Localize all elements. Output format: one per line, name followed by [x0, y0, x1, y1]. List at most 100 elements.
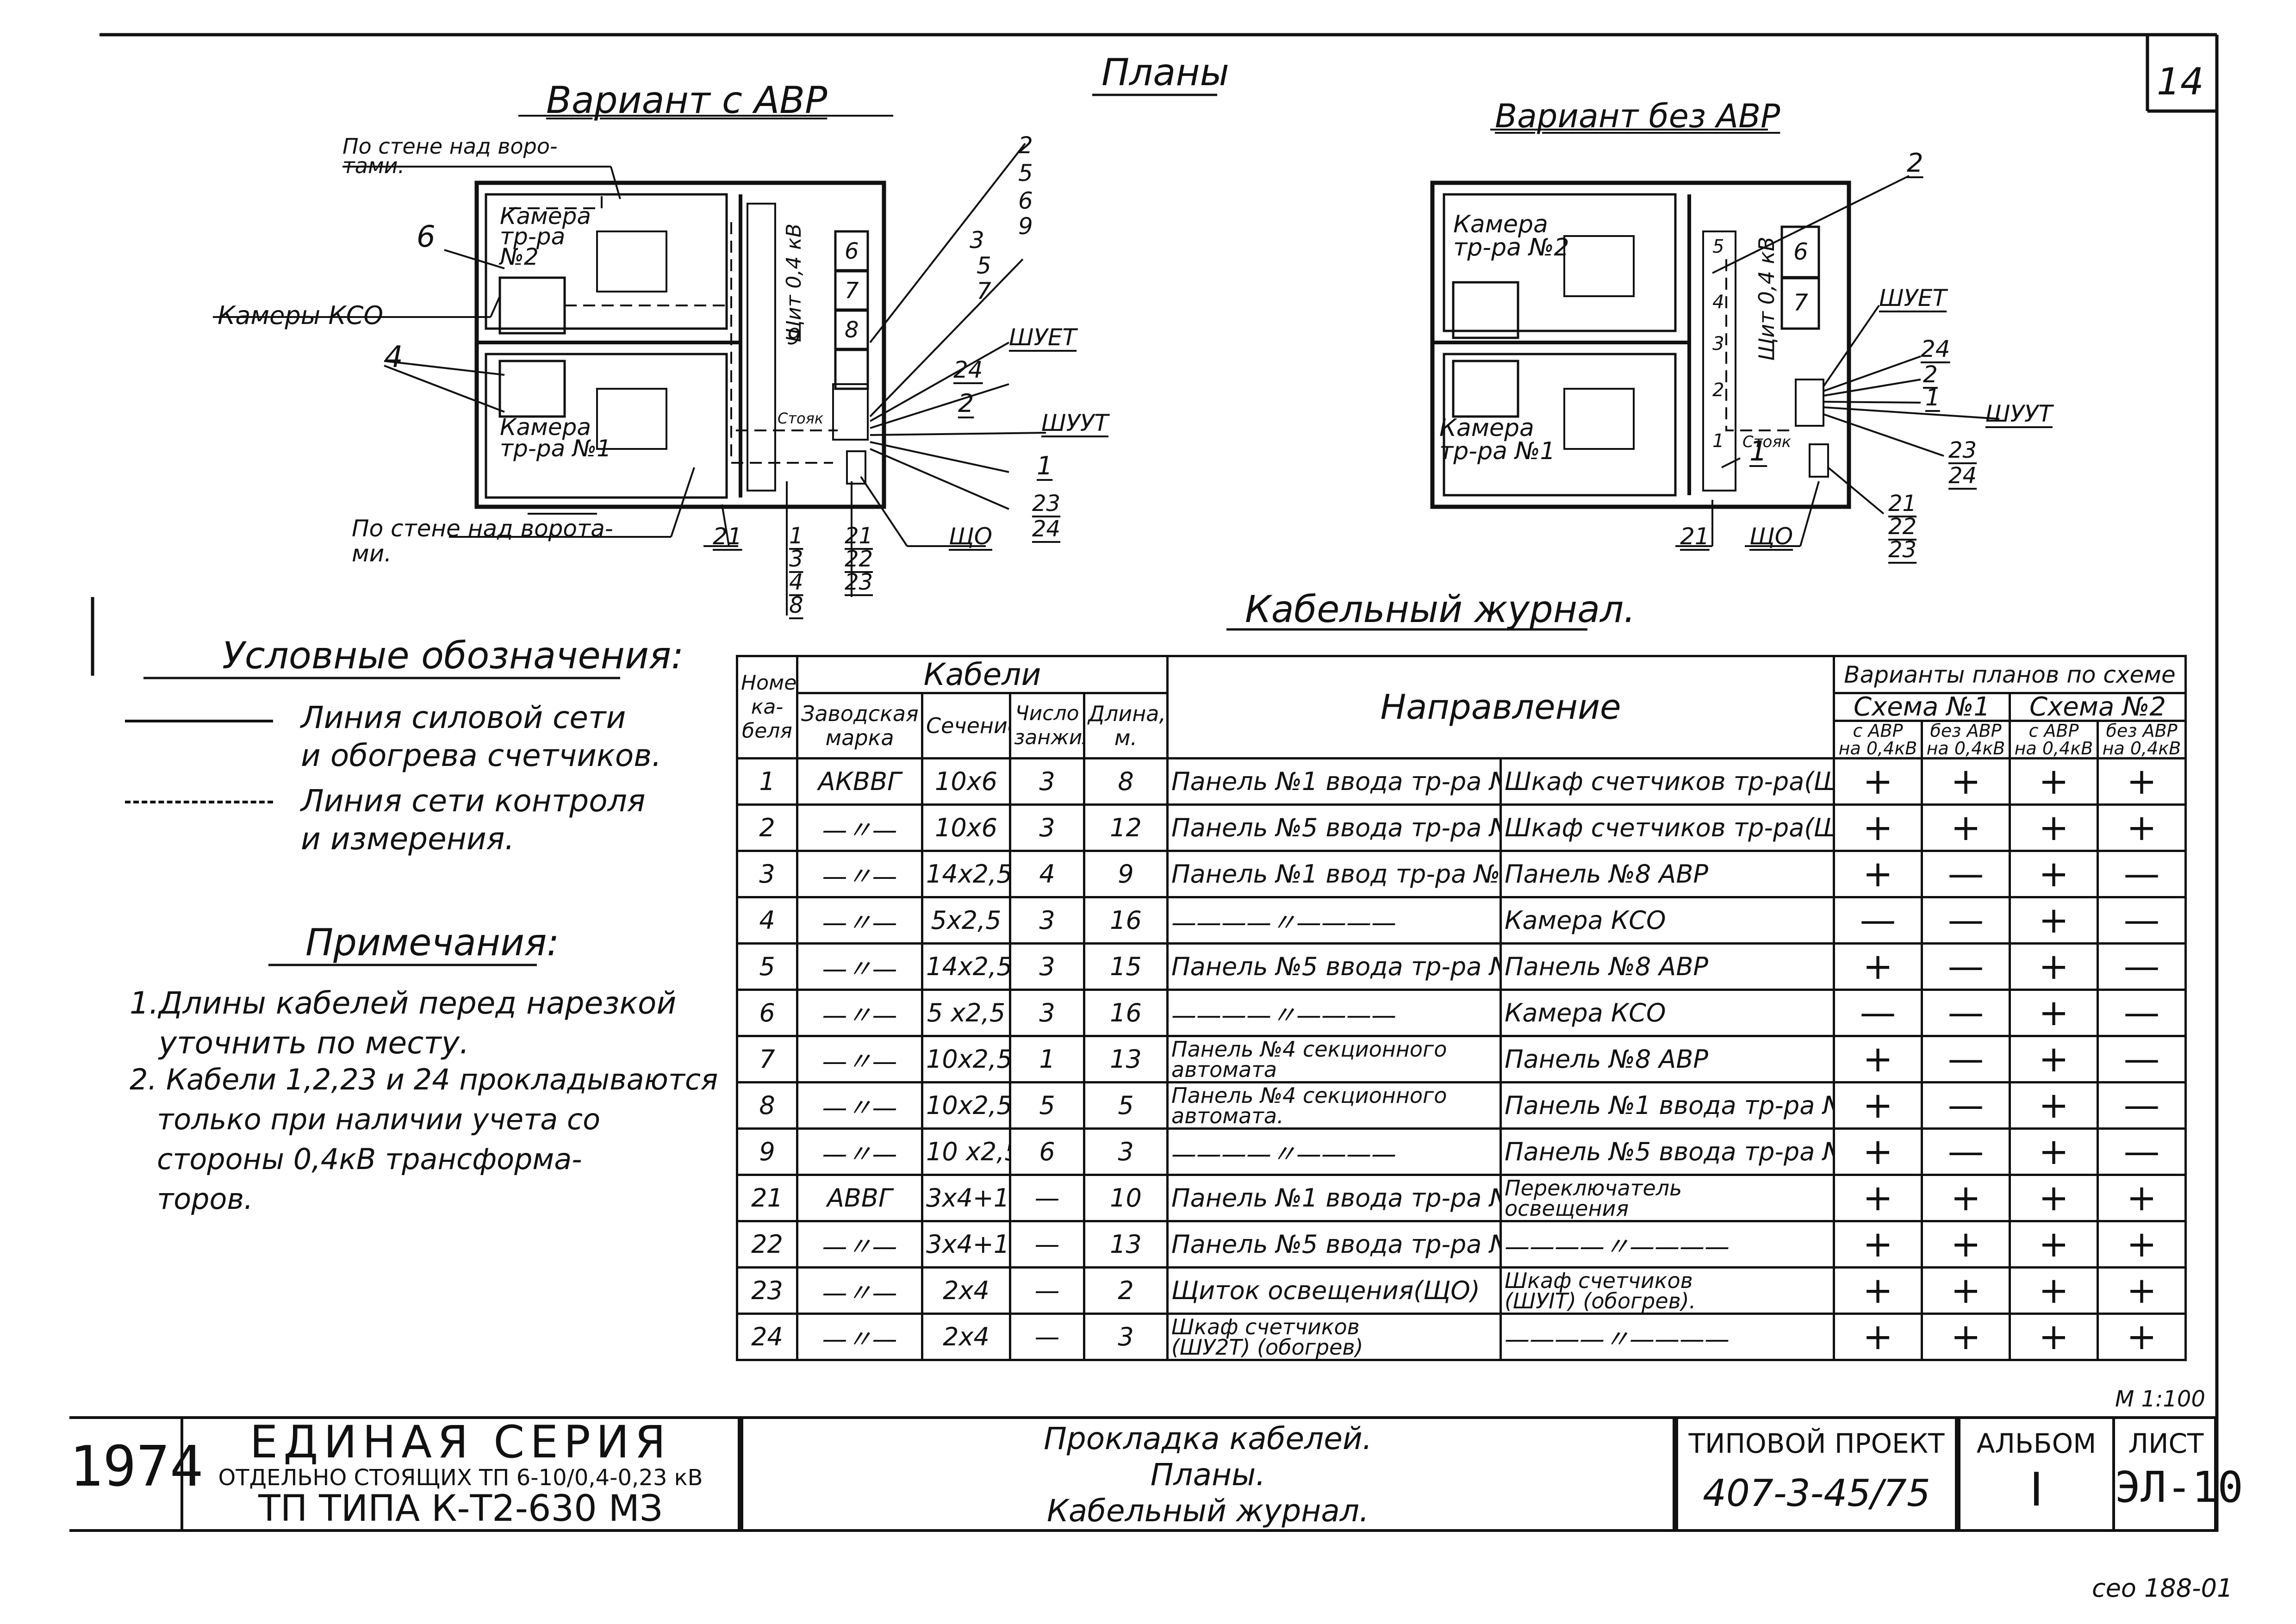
cell-s1-without-avr: —: [1921, 1127, 2011, 1176]
cell-s1-with-avr: +: [1833, 1266, 1923, 1315]
cell-brand: —〃—: [796, 942, 923, 991]
plan-left-n1: 1: [1037, 451, 1053, 480]
legend-title: Условные обозначения:: [222, 634, 684, 677]
header-scheme2: Схема №2: [2009, 692, 2187, 722]
cell-section: 10х2,5: [921, 1035, 1011, 1083]
cell-length: 3: [1083, 1127, 1169, 1176]
cell-number: 21: [736, 1174, 798, 1222]
cell-number: 23: [736, 1266, 798, 1315]
cell-direction-to: Панель №1 ввода тр-ра №1: [1499, 1081, 1836, 1130]
cell-brand: —〃—: [796, 1081, 923, 1130]
plan-left-wall-bottom: По стене над ворота- ми.: [352, 515, 613, 567]
corner-sheet-number: 14: [2157, 60, 2204, 103]
cell-s2-with-avr: +: [2009, 989, 2099, 1037]
plan-left-stack21-0: 21: [845, 523, 873, 549]
header-s2-without-avr: без АВР на 0,4кВ: [2097, 720, 2187, 759]
cell-s2-with-avr: +: [2009, 1174, 2099, 1222]
cell-cores: 3: [1009, 896, 1085, 945]
footer-code: сео 188-01: [2092, 1574, 2233, 1603]
cell-direction-from: ————〃————: [1166, 989, 1502, 1037]
header-variants: Варианты планов по схеме: [1833, 655, 2187, 694]
cell-number: 3: [736, 850, 798, 898]
cell-length: 15: [1083, 942, 1169, 991]
plan-right-chamber2: Камера тр-ра №2: [1453, 211, 1569, 261]
cell-brand: —〃—: [796, 1035, 923, 1083]
plan-left-num4: 4: [384, 340, 403, 374]
cell-s1-without-avr: —: [1921, 989, 2011, 1037]
cell-s1-without-avr: —: [1921, 850, 2011, 898]
header-s1-with-avr: с АВР на 0,4кВ: [1833, 720, 1923, 759]
plan-left-wall-top: По стене над воро- тами.: [342, 134, 558, 178]
cell-s1-without-avr: —: [1921, 1035, 2011, 1083]
legend-power-line-sample: [125, 720, 273, 722]
cell-s2-without-avr: —: [2097, 896, 2187, 945]
cell-number: 1: [736, 757, 798, 806]
cell-s2-without-avr: +: [2097, 1313, 2187, 1361]
note-2: 2. Кабели 1,2,23 и 24 прокладываются тол…: [130, 1063, 718, 1216]
plan-right-stack21-0: 21: [1888, 491, 1917, 516]
cell-brand: —〃—: [796, 1266, 923, 1315]
plan-left-stojak: Стояк: [778, 410, 824, 427]
cell-s2-with-avr: +: [2009, 850, 2099, 898]
plan-left-stack-top-0: 2: [1018, 132, 1033, 159]
cell-cores: 1: [1009, 1035, 1085, 1083]
cell-direction-from: Щиток освещения(ЩО): [1166, 1266, 1502, 1315]
cell-number: 24: [736, 1313, 798, 1361]
cell-s2-without-avr: —: [2097, 1035, 2187, 1083]
plan-left-stack-top-3: 9: [1018, 213, 1033, 240]
plan-left-cell-7: 7: [845, 278, 859, 304]
cell-direction-from: Панель №4 секционного автомата: [1166, 1035, 1502, 1083]
cell-cores: —: [1009, 1266, 1085, 1315]
plan-right-panel-1: 1: [1712, 430, 1724, 452]
cell-brand: —〃—: [796, 1127, 923, 1176]
cell-s1-with-avr: +: [1833, 1035, 1923, 1083]
notes-title: Примечания:: [305, 921, 560, 964]
cell-cores: —: [1009, 1174, 1085, 1222]
cell-s1-with-avr: —: [1833, 896, 1923, 945]
cell-s2-without-avr: +: [2097, 1220, 2187, 1269]
cell-length: 13: [1083, 1220, 1169, 1269]
legend-control-line-sample: [125, 801, 273, 803]
tb-project-label: ТИПОВОЙ ПРОЕКТ: [1688, 1428, 1945, 1459]
plan-left-stack21-1: 22: [845, 546, 873, 572]
plan-left-shuut: ШУУТ: [1041, 410, 1108, 436]
cell-number: 22: [736, 1220, 798, 1269]
cell-brand: —〃—: [796, 1220, 923, 1269]
cell-section: 3х4+1х2,5: [921, 1220, 1011, 1269]
cell-section: 14х2,5: [921, 942, 1011, 991]
plan-right-title: Вариант без АВР: [1495, 97, 1780, 135]
cell-s1-with-avr: +: [1833, 757, 1923, 806]
cell-direction-from: Панель №5 ввода тр-ра №2: [1166, 942, 1502, 991]
header-brand: Заводская марка: [796, 692, 923, 759]
plan-right-n1b: 1: [1749, 435, 1767, 467]
cell-s2-without-avr: +: [2097, 803, 2187, 852]
plan-right-panel-3: 3: [1712, 333, 1724, 355]
tb-series-sub: ОТДЕЛЬНО СТОЯЩИХ ТП 6-10/0,4-0,23 кВ: [218, 1465, 703, 1491]
plan-right-chamber1: Камера тр-ра №1: [1439, 414, 1556, 465]
tb-sheet-label: ЛИСТ: [2128, 1428, 2204, 1459]
tb-series-title: ЕДИНАЯ СЕРИЯ: [249, 1416, 672, 1468]
plan-left-stack3-1: 5: [977, 252, 991, 279]
cell-number: 7: [736, 1035, 798, 1083]
plan-right-n2b: 2: [1923, 361, 1938, 388]
cell-s2-with-avr: +: [2009, 942, 2099, 991]
legend-control-line-text: Линия сети контроля и измерения.: [301, 783, 646, 857]
cell-s1-with-avr: +: [1833, 942, 1923, 991]
cell-direction-to: Панель №8 АВР: [1499, 850, 1836, 898]
cell-cores: 3: [1009, 757, 1085, 806]
cell-number: 9: [736, 1127, 798, 1176]
plan-left-stack1-0: 1: [789, 523, 803, 549]
plan-right-n1: 1: [1925, 384, 1940, 411]
cell-s1-without-avr: +: [1921, 803, 2011, 852]
plan-left-stack3-2: 7: [977, 278, 991, 305]
cell-direction-from: Панель №1 ввода тр-ра №1: [1166, 757, 1502, 806]
cell-direction-to: Камера КСО: [1499, 989, 1836, 1037]
cell-s2-with-avr: +: [2009, 1035, 2099, 1083]
cell-section: 10 х2,5: [921, 1127, 1011, 1176]
cell-s2-with-avr: +: [2009, 1127, 2099, 1176]
plan-left-stack3-0: 3: [970, 227, 984, 254]
cell-s2-without-avr: +: [2097, 1174, 2187, 1222]
